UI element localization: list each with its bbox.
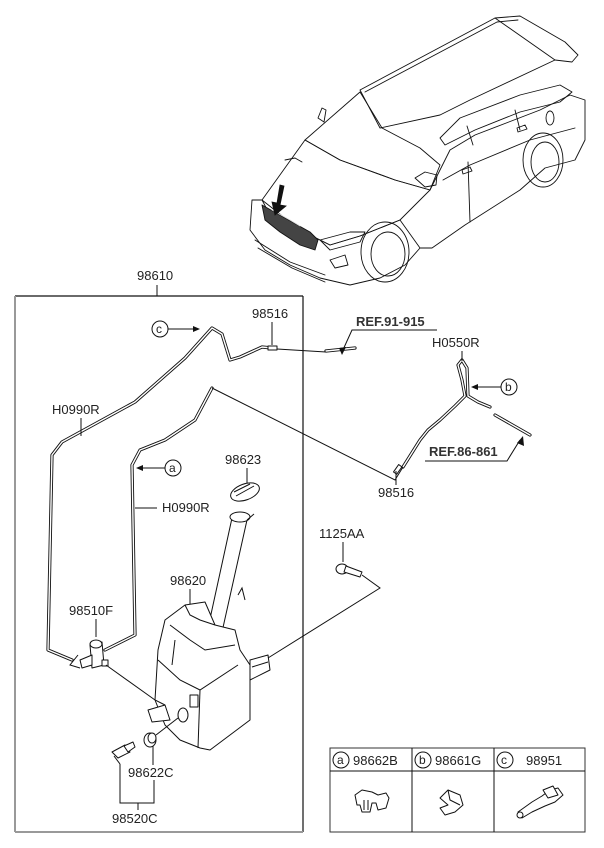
svg-text:b: b <box>505 380 512 394</box>
clip-table-marker-c: c <box>501 753 507 767</box>
clip-table-marker-b: b <box>419 753 426 767</box>
clip-table-part-98951: 98951 <box>526 753 562 768</box>
clip-table-col-c: c 98951 <box>496 751 562 769</box>
clip-table-part-98662b: 98662B <box>353 753 398 768</box>
clip-marker-a: a <box>136 459 182 477</box>
hose-mid-h0990r <box>103 386 214 652</box>
clip-b-icon <box>439 789 464 816</box>
clip-c-icon <box>516 785 564 819</box>
hose-right-h0550r <box>401 358 492 469</box>
joint-lower <box>392 464 403 475</box>
callout-98620: 98620 <box>170 573 206 588</box>
ref-hose-lower <box>493 413 532 437</box>
callout-1125aa: 1125AA <box>319 526 365 541</box>
clip-marker-c: c <box>151 320 200 338</box>
location-arrow-icon <box>271 184 287 216</box>
ref-91-915[interactable]: REF.91-915 <box>339 314 437 355</box>
mounting-bolt <box>267 563 381 659</box>
clip-marker-b: b <box>471 378 518 396</box>
clip-table-col-b: b 98661G <box>414 751 481 769</box>
hose-left-h0990r <box>46 326 274 662</box>
joint-upper <box>267 345 278 351</box>
washer-pump <box>69 639 166 706</box>
clip-table-part-98661g: 98661G <box>435 753 481 768</box>
reservoir-cap <box>230 482 260 502</box>
clip-table-marker-a: a <box>337 753 344 767</box>
vehicle-illustration <box>249 15 586 286</box>
assembly-frame <box>14 285 304 833</box>
clip-a-icon <box>354 789 390 813</box>
clip-reference-table: a 98662B b 98661G c 98951 <box>329 747 586 833</box>
callout-98510f: 98510F <box>69 603 113 618</box>
svg-text:a: a <box>169 461 176 475</box>
callout-98516-upper: 98516 <box>252 306 288 321</box>
svg-text:c: c <box>156 322 162 336</box>
callout-98516-lower: 98516 <box>378 485 414 500</box>
ref-86-861[interactable]: REF.86-861 <box>425 436 524 462</box>
callout-h0990r-left: H0990R <box>52 402 100 417</box>
callout-h0550r: H0550R <box>432 335 480 350</box>
pump-connector <box>111 741 136 765</box>
clip-table-col-a: a 98662B <box>332 751 398 769</box>
pump-grommet <box>143 717 179 748</box>
ref-86-861-label[interactable]: REF.86-861 <box>429 444 498 459</box>
callout-98520c: 98520C <box>112 811 158 826</box>
callout-h0990r-mid: H0990R <box>162 500 210 515</box>
callout-98622c: 98622C <box>128 765 174 780</box>
ref-91-915-label[interactable]: REF.91-915 <box>356 314 425 329</box>
callout-98623: 98623 <box>225 452 261 467</box>
washer-reservoir <box>147 601 271 751</box>
assembly-label: 98610 <box>137 268 173 283</box>
filler-neck <box>207 511 255 633</box>
